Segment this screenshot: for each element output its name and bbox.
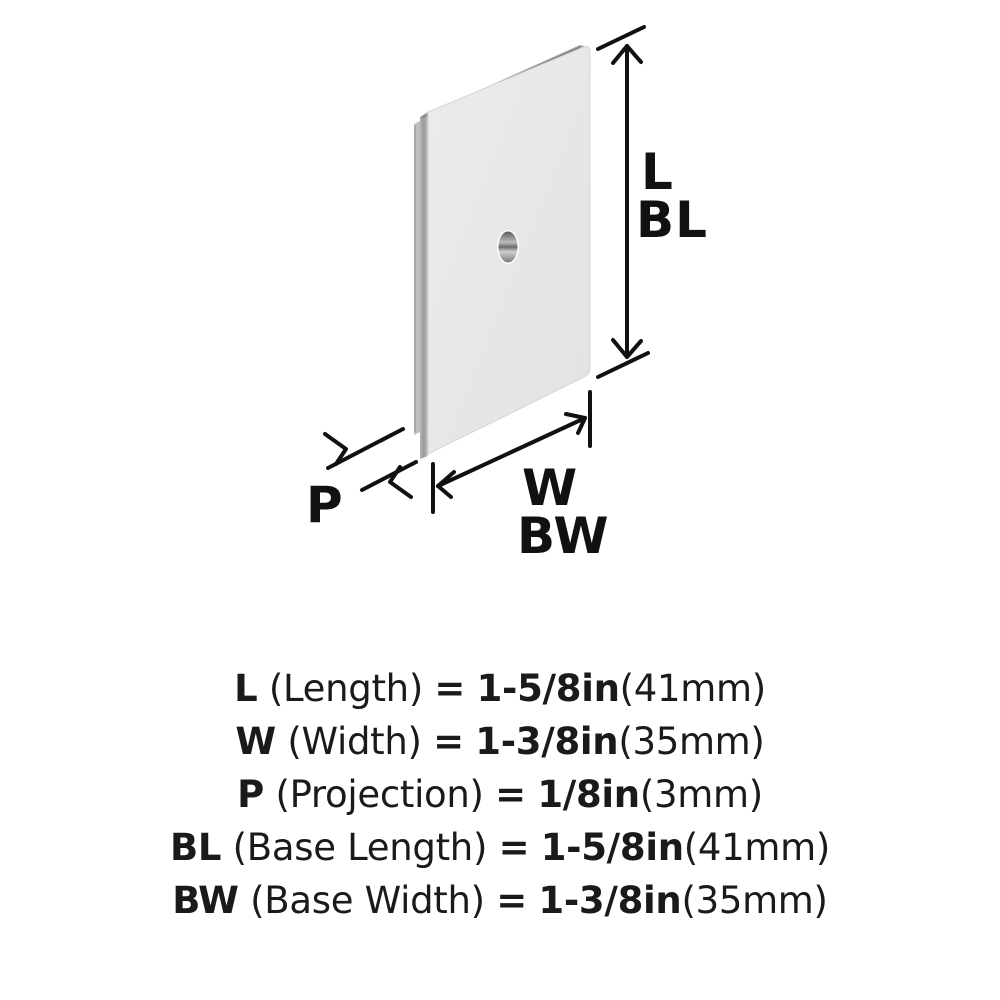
spec-abbr: BL bbox=[169, 826, 222, 869]
spec-abbr: P bbox=[237, 773, 264, 816]
spec-name: (Base Width) bbox=[250, 879, 485, 922]
label-length: L bbox=[641, 143, 674, 201]
label-base-length: BL bbox=[636, 191, 708, 249]
width-dimension-line bbox=[431, 390, 592, 514]
spec-inch-value: 1-3/8in bbox=[475, 720, 619, 763]
spec-row-base-width: BW (Base Width) = 1-3/8in(35mm) bbox=[0, 874, 1000, 927]
spec-mm-value: (3mm) bbox=[639, 773, 763, 816]
spec-abbr: BW bbox=[172, 879, 239, 922]
spec-mm-value: (41mm) bbox=[683, 826, 831, 869]
spec-name: (Base Length) bbox=[232, 826, 488, 869]
label-base-width: BW bbox=[517, 507, 610, 565]
spec-row-width: W (Width) = 1-3/8in(35mm) bbox=[0, 715, 1000, 768]
spec-inch-value: 1/8in bbox=[537, 773, 640, 816]
spec-abbr: W bbox=[235, 720, 276, 763]
spec-inch-value: 1-5/8in bbox=[476, 667, 620, 710]
spec-inch-value: 1-3/8in bbox=[538, 879, 682, 922]
base-plate bbox=[414, 121, 420, 435]
spec-inch-value: 1-5/8in bbox=[540, 826, 684, 869]
spec-mm-value: (35mm) bbox=[681, 879, 828, 922]
spec-name: (Width) bbox=[287, 720, 422, 763]
length-dimension-line bbox=[596, 25, 650, 379]
spec-mm-value: (41mm) bbox=[619, 667, 767, 710]
backplate-illustration bbox=[323, 25, 650, 514]
spec-equals: = bbox=[433, 720, 464, 763]
spec-equals: = bbox=[498, 826, 530, 869]
mounting-hole bbox=[497, 230, 519, 264]
spec-abbr: L bbox=[234, 667, 258, 710]
spec-mm-value: (35mm) bbox=[618, 720, 765, 763]
product-dimension-diagram: L BL W BW P bbox=[306, 25, 708, 565]
spec-equals: = bbox=[434, 667, 466, 710]
spec-equals: = bbox=[495, 773, 526, 816]
spec-row-length: L (Length) = 1-5/8in(41mm) bbox=[0, 662, 1000, 715]
spec-row-projection: P (Projection) = 1/8in(3mm) bbox=[0, 768, 1000, 821]
spec-name: (Projection) bbox=[275, 773, 484, 816]
spec-row-base-length: BL (Base Length) = 1-5/8in(41mm) bbox=[0, 821, 1000, 874]
projection-dimension-line bbox=[323, 427, 418, 499]
dimension-spec-list: L (Length) = 1-5/8in(41mm) W (Width) = 1… bbox=[0, 662, 1000, 927]
spec-equals: = bbox=[496, 879, 527, 922]
spec-name: (Length) bbox=[268, 667, 423, 710]
label-width: W bbox=[522, 459, 579, 517]
label-projection: P bbox=[306, 476, 344, 534]
